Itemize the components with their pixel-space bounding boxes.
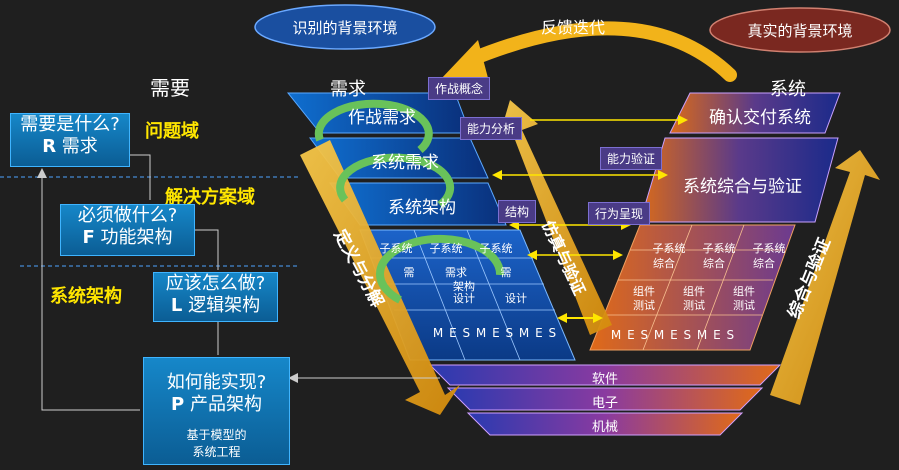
domain-architecture: 系统架构: [50, 286, 122, 307]
left-grid-r1c2: 子系统: [429, 242, 463, 255]
tag-structure: 结构: [498, 200, 537, 223]
right-grid-r2c1: 综合: [653, 257, 675, 270]
right-grid-r3c3: 组件: [733, 285, 755, 298]
box-requirements-name: 需求: [61, 136, 98, 157]
band-system-req-label: 系统需求: [371, 153, 439, 173]
left-grid-mes: M E S M E S M E S: [432, 326, 558, 340]
band-system-arch-label: 系统架构: [388, 198, 456, 218]
right-grid: [589, 224, 796, 351]
left-grid-r2c3: 需: [500, 266, 512, 279]
box-logical-question: 应该怎么做?: [165, 273, 266, 294]
left-grid-r3c2: 设计: [453, 292, 475, 305]
layer-software-label: 软件: [591, 372, 618, 387]
box-requirements-letter: R: [42, 136, 57, 157]
feedback-label: 反馈迭代: [541, 18, 606, 37]
right-grid-r1c1: 子系统: [652, 242, 686, 255]
cloud-right-label: 真实的背景环境: [747, 22, 853, 40]
box-functional-question: 必须做什么?: [77, 205, 178, 226]
band-system-integration: [639, 137, 839, 223]
right-grid-mes: M E S M E S M E S: [610, 328, 736, 342]
left-column-title: 需要: [150, 76, 190, 100]
v-left-title: 需求: [330, 79, 366, 100]
tag-capability-verification: 能力验证: [600, 147, 663, 170]
box-product-letter: P: [171, 394, 185, 415]
box-logical-name: 逻辑架构: [188, 295, 261, 316]
band-system-integration-label: 系统综合与验证: [683, 177, 802, 197]
left-grid-r3c3: 设计: [505, 292, 527, 305]
right-grid-r4c2: 测试: [683, 299, 705, 312]
left-grid-r1c3: 子系统: [479, 242, 513, 255]
box-product-sub1: 基于模型的: [186, 428, 247, 442]
box-functional: 必须做什么? F 功能架构: [60, 204, 195, 256]
band-confirm-delivery-label: 确认交付系统: [709, 108, 811, 128]
left-grid-r1c1: 子系统: [379, 242, 413, 255]
box-product-question: 如何能实现?: [166, 372, 267, 393]
layer-software: [428, 364, 782, 386]
box-product-name: 产品架构: [189, 394, 262, 415]
box-requirements: 需要是什么? R 需求: [10, 113, 130, 167]
right-grid-r3c2: 组件: [683, 285, 705, 298]
right-grid-r4c1: 测试: [633, 299, 655, 312]
left-grid-r3c1: 架构: [453, 280, 475, 293]
layer-electronics-label: 电子: [591, 396, 618, 411]
arrow-integrate-verify: [770, 150, 880, 405]
domain-problem: 问题域: [145, 121, 199, 142]
band-operational-req-label: 作战需求: [348, 108, 416, 128]
cloud-left-label: 识别的背景环境: [292, 19, 398, 37]
cloud-left: [254, 4, 436, 50]
right-grid-r1c2: 子系统: [702, 242, 736, 255]
arrow-simulation: [500, 100, 612, 335]
cycle-arrow-1: [314, 99, 433, 154]
cycle-arrow-3: [376, 234, 505, 304]
layer-electronics: [446, 387, 764, 411]
v-right-title: 系统: [770, 79, 806, 100]
box-logical-letter: L: [170, 295, 183, 316]
tag-behavior: 行为呈现: [588, 202, 651, 225]
cloud-right: [709, 7, 891, 53]
box-product: 如何能实现? P 产品架构 基于模型的 系统工程: [143, 357, 290, 465]
cycle-arrow-2: [336, 153, 455, 209]
right-grid-r3c1: 组件: [633, 285, 655, 298]
tag-capability-analysis: 能力分析: [460, 117, 523, 140]
right-grid-r1c3: 子系统: [752, 242, 786, 255]
box-functional-letter: F: [82, 227, 95, 248]
layer-mechanical: [466, 412, 744, 436]
box-product-sub2: 系统工程: [192, 445, 241, 459]
left-grid-r2c2: 需求: [445, 266, 467, 279]
feedback-arrowhead: [440, 40, 488, 80]
right-grid-r4c3: 测试: [733, 299, 755, 312]
layer-mechanical-label: 机械: [591, 420, 618, 435]
feedback-arc: [463, 21, 737, 82]
right-grid-r2c2: 综合: [703, 257, 725, 270]
domain-solution: 解决方案域: [165, 187, 255, 208]
box-logical: 应该怎么做? L 逻辑架构: [153, 272, 278, 322]
right-grid-r2c3: 综合: [753, 257, 775, 270]
box-requirements-question: 需要是什么?: [20, 114, 120, 135]
box-functional-name: 功能架构: [100, 227, 173, 248]
left-grid-r2c1: 需: [403, 266, 415, 279]
tag-operational-concept: 作战概念: [428, 77, 491, 100]
